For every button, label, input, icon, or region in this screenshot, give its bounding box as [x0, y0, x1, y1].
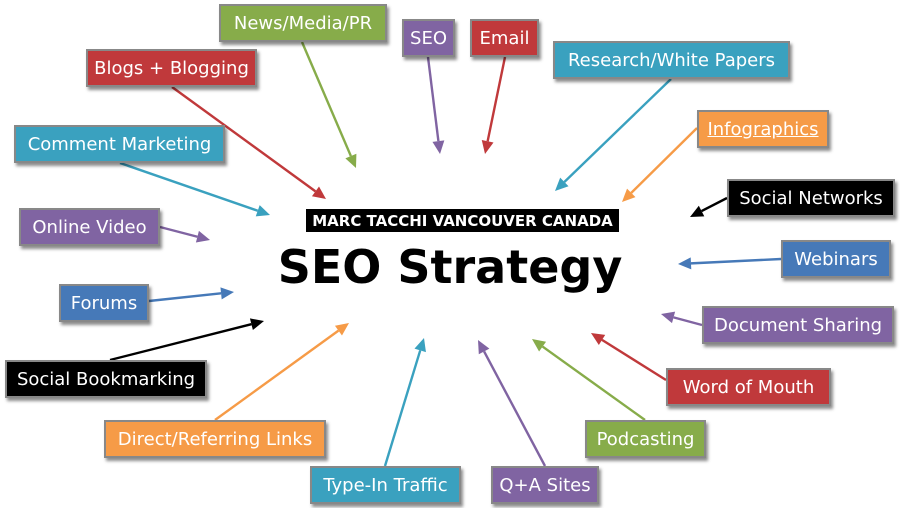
- node-online-video: Online Video: [19, 208, 160, 246]
- node-news-media-pr: News/Media/PR: [219, 4, 387, 42]
- node-social-networks-label: Social Networks: [739, 187, 883, 209]
- node-seo: SEO: [402, 19, 455, 57]
- node-email: Email: [470, 19, 539, 57]
- node-social-bookmarking-label: Social Bookmarking: [16, 368, 196, 390]
- node-type-in-traffic-label: Type-In Traffic: [323, 474, 448, 496]
- node-direct-referring-links-label: Direct/Referring Links: [117, 428, 313, 450]
- node-q-a-sites: Q+A Sites: [491, 466, 599, 504]
- node-comment-marketing-label: Comment Marketing: [27, 133, 212, 155]
- node-word-of-mouth: Word of Mouth: [666, 368, 831, 406]
- node-webinars-label: Webinars: [794, 248, 878, 270]
- arrow-infographics: [622, 127, 698, 202]
- arrow-research-white-papers: [555, 78, 672, 191]
- arrow-comment-marketing: [119, 161, 270, 217]
- node-research-white-papers: Research/White Papers: [553, 41, 790, 79]
- arrow-email: [481, 56, 507, 154]
- arrow-document-sharing: [661, 311, 703, 327]
- node-email-label: Email: [479, 27, 530, 49]
- node-q-a-sites-label: Q+A Sites: [499, 474, 591, 496]
- node-infographics-label: Infographics: [707, 118, 819, 140]
- arrow-q-a-sites: [478, 340, 547, 467]
- arrow-word-of-mouth: [591, 333, 667, 382]
- node-social-bookmarking: Social Bookmarking: [5, 360, 207, 398]
- hub-subtitle: MARC TACCHI VANCOUVER CANADA: [306, 209, 619, 232]
- arrow-podcasting: [532, 339, 646, 421]
- arrow-type-in-traffic: [383, 338, 426, 467]
- arrow-social-networks: [690, 196, 728, 217]
- node-infographics[interactable]: Infographics: [697, 110, 829, 148]
- node-research-white-papers-label: Research/White Papers: [567, 49, 776, 71]
- node-blogs-blogging-label: Blogs + Blogging: [94, 57, 249, 79]
- arrow-social-bookmarking: [109, 318, 264, 362]
- node-document-sharing: Document Sharing: [702, 306, 894, 344]
- node-podcasting-label: Podcasting: [596, 428, 695, 450]
- node-social-networks: Social Networks: [727, 179, 895, 217]
- node-news-media-pr-label: News/Media/PR: [233, 12, 373, 34]
- arrow-blogs-blogging: [171, 86, 326, 199]
- arrow-seo: [426, 56, 445, 154]
- node-forums-label: Forums: [70, 292, 138, 314]
- arrow-webinars: [678, 257, 782, 270]
- node-podcasting: Podcasting: [585, 420, 706, 458]
- arrow-forums: [148, 287, 234, 303]
- node-blogs-blogging: Blogs + Blogging: [86, 49, 257, 87]
- node-seo-label: SEO: [410, 27, 447, 49]
- node-document-sharing-label: Document Sharing: [713, 314, 883, 336]
- node-direct-referring-links: Direct/Referring Links: [104, 420, 326, 458]
- hub-title: SEO Strategy: [277, 240, 623, 294]
- node-online-video-label: Online Video: [32, 216, 147, 238]
- node-comment-marketing: Comment Marketing: [14, 125, 225, 163]
- arrow-online-video: [159, 225, 210, 243]
- node-forums: Forums: [59, 284, 149, 322]
- node-type-in-traffic: Type-In Traffic: [310, 466, 461, 504]
- arrow-news-media-pr: [300, 41, 357, 168]
- node-webinars: Webinars: [781, 240, 891, 278]
- arrow-direct-referring-links: [214, 323, 349, 421]
- node-word-of-mouth-label: Word of Mouth: [682, 376, 815, 398]
